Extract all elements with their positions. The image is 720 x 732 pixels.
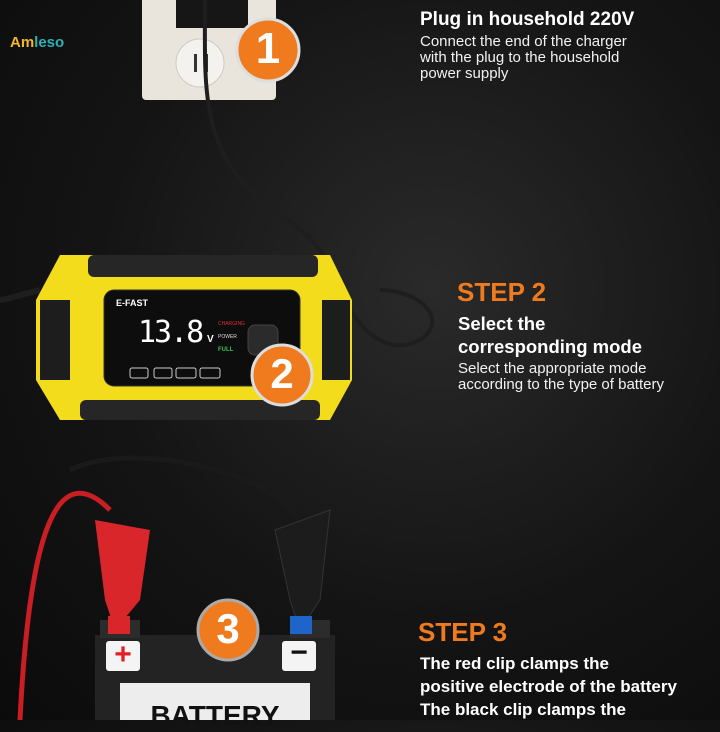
line: with the plug to the household <box>420 49 620 66</box>
line: Select the appropriate mode <box>458 360 647 377</box>
line: The black clip clamps the <box>420 700 626 719</box>
wall-outlet <box>142 0 276 100</box>
step-1-badge <box>235 17 301 83</box>
line: power supply <box>420 65 509 82</box>
step-1-description: Connect the end of the charger with the … <box>420 34 627 82</box>
step-1-title: Plug in household 220V <box>420 9 635 30</box>
voltage-unit: V <box>207 334 214 345</box>
logo-part1: Am <box>10 34 35 51</box>
battery-label: BATTERY <box>150 700 280 731</box>
positive-sign: + <box>114 638 132 671</box>
black-clip <box>274 509 331 632</box>
logo-part2: leso <box>34 34 65 51</box>
step-2-number: 2 <box>270 350 294 397</box>
voltage-readout: 13.8 <box>138 315 204 350</box>
step-3-heading: STEP 3 <box>418 617 508 647</box>
line: Connect the end of the charger <box>420 33 627 50</box>
status-full: FULL <box>218 347 234 353</box>
line: corresponding mode <box>458 336 642 357</box>
step-3-description: The red clip clamps the positive electro… <box>420 652 677 721</box>
negative-sign: − <box>290 636 308 669</box>
step-3-badge <box>196 598 260 662</box>
step-2-description: Select the appropriate mode according to… <box>458 361 664 393</box>
charger-brand: E-FAST <box>116 298 149 308</box>
brand-logo: Amleso <box>10 34 64 51</box>
line: according to the type of battery <box>458 376 664 393</box>
line: The red clip clamps the <box>420 654 609 673</box>
step-2-title: Select the corresponding mode <box>458 312 642 358</box>
step-3-number: 3 <box>216 605 240 652</box>
status-power: POWER <box>218 334 237 340</box>
step-2-badge <box>250 343 314 407</box>
line: Select the <box>458 313 546 334</box>
step-2-heading: STEP 2 <box>457 277 547 307</box>
line: positive electrode of the battery <box>420 677 677 696</box>
step-1-number: 1 <box>255 24 281 73</box>
red-clip <box>95 520 150 630</box>
status-charging: CHARGING <box>218 321 245 327</box>
